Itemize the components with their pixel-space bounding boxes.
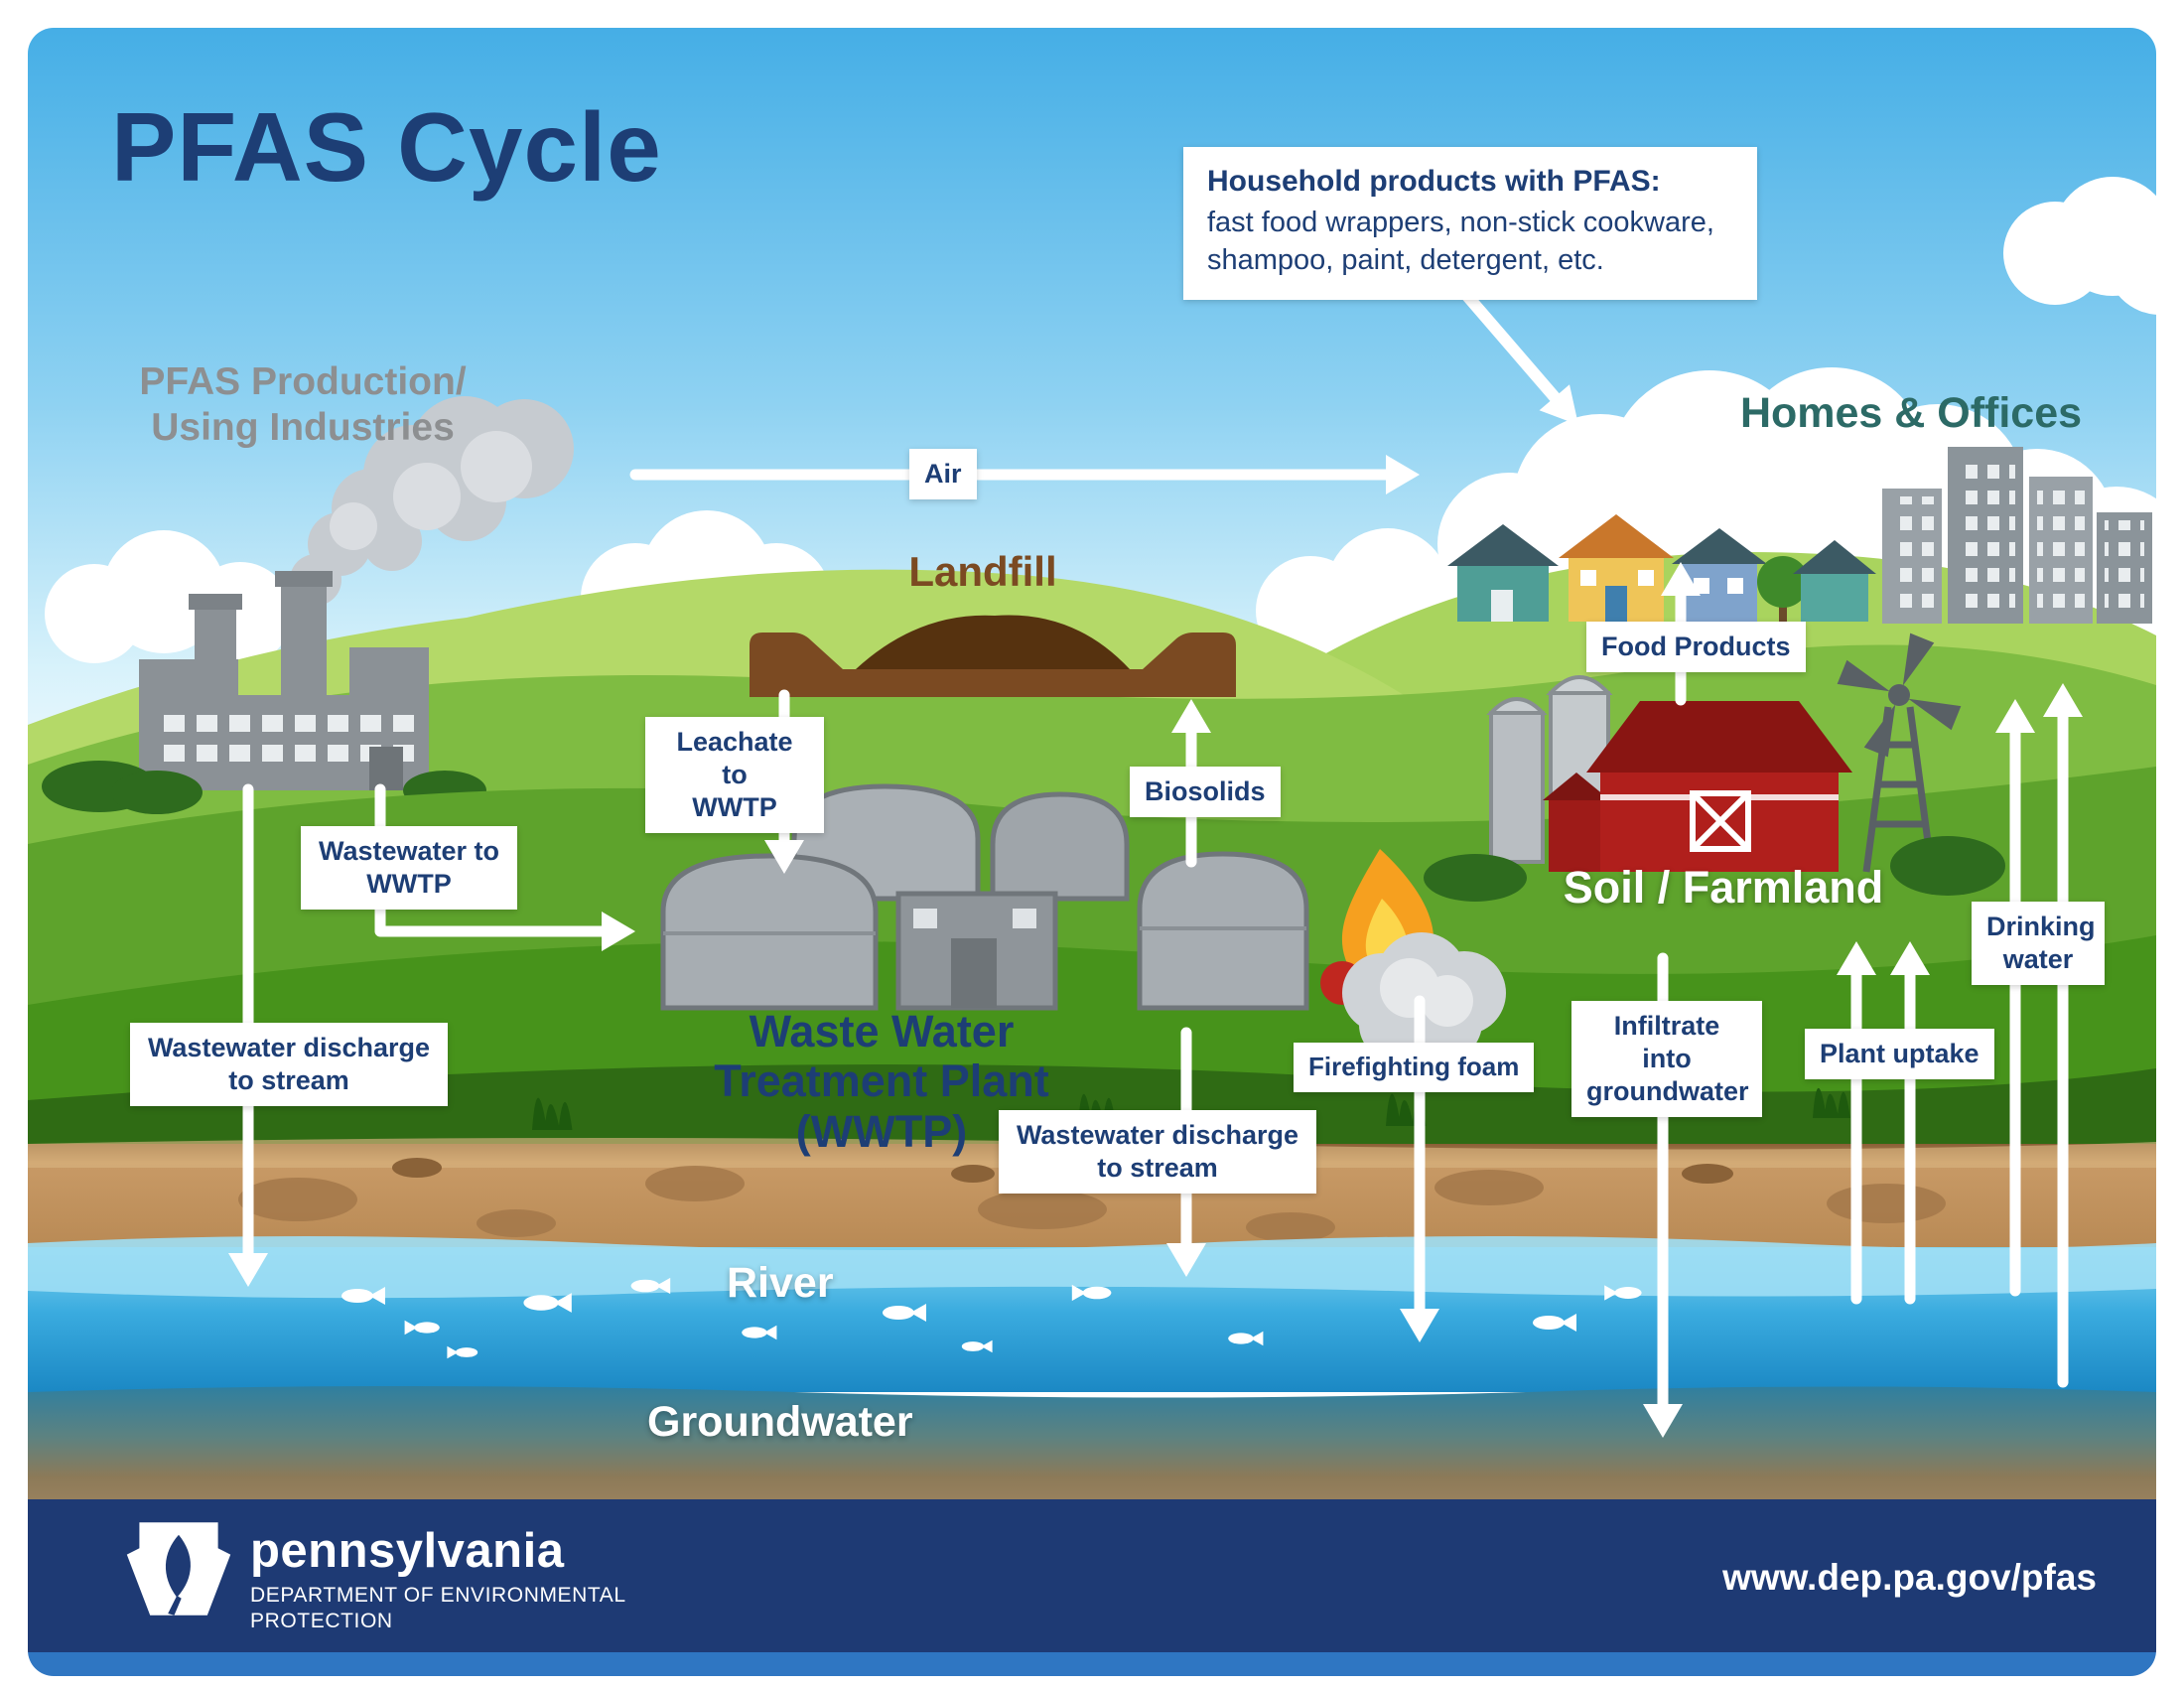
drinking-water-arrow-2 bbox=[2043, 683, 2083, 1388]
footer-strip bbox=[28, 1652, 2156, 1676]
smoke-icon bbox=[290, 396, 574, 606]
soil-layer bbox=[28, 1138, 2156, 1247]
farm-bush-icon bbox=[1424, 836, 2005, 902]
factory-icon bbox=[139, 571, 429, 790]
footer-bar bbox=[28, 1499, 2156, 1652]
wwtp-icon bbox=[660, 783, 1309, 1011]
river-layer bbox=[28, 1236, 2156, 1392]
callout-arrow bbox=[1461, 290, 1578, 425]
city-buildings-icon bbox=[1882, 447, 2152, 624]
discharge-left-arrow bbox=[228, 783, 268, 1287]
landfill-icon bbox=[750, 615, 1236, 697]
air-arrow bbox=[629, 455, 1420, 494]
barn-icon bbox=[1543, 701, 1852, 872]
groundwater-layer bbox=[28, 1386, 2156, 1499]
foam-cloud-icon bbox=[1342, 932, 1506, 1060]
drinking-water-arrow-1 bbox=[1995, 699, 2035, 1297]
